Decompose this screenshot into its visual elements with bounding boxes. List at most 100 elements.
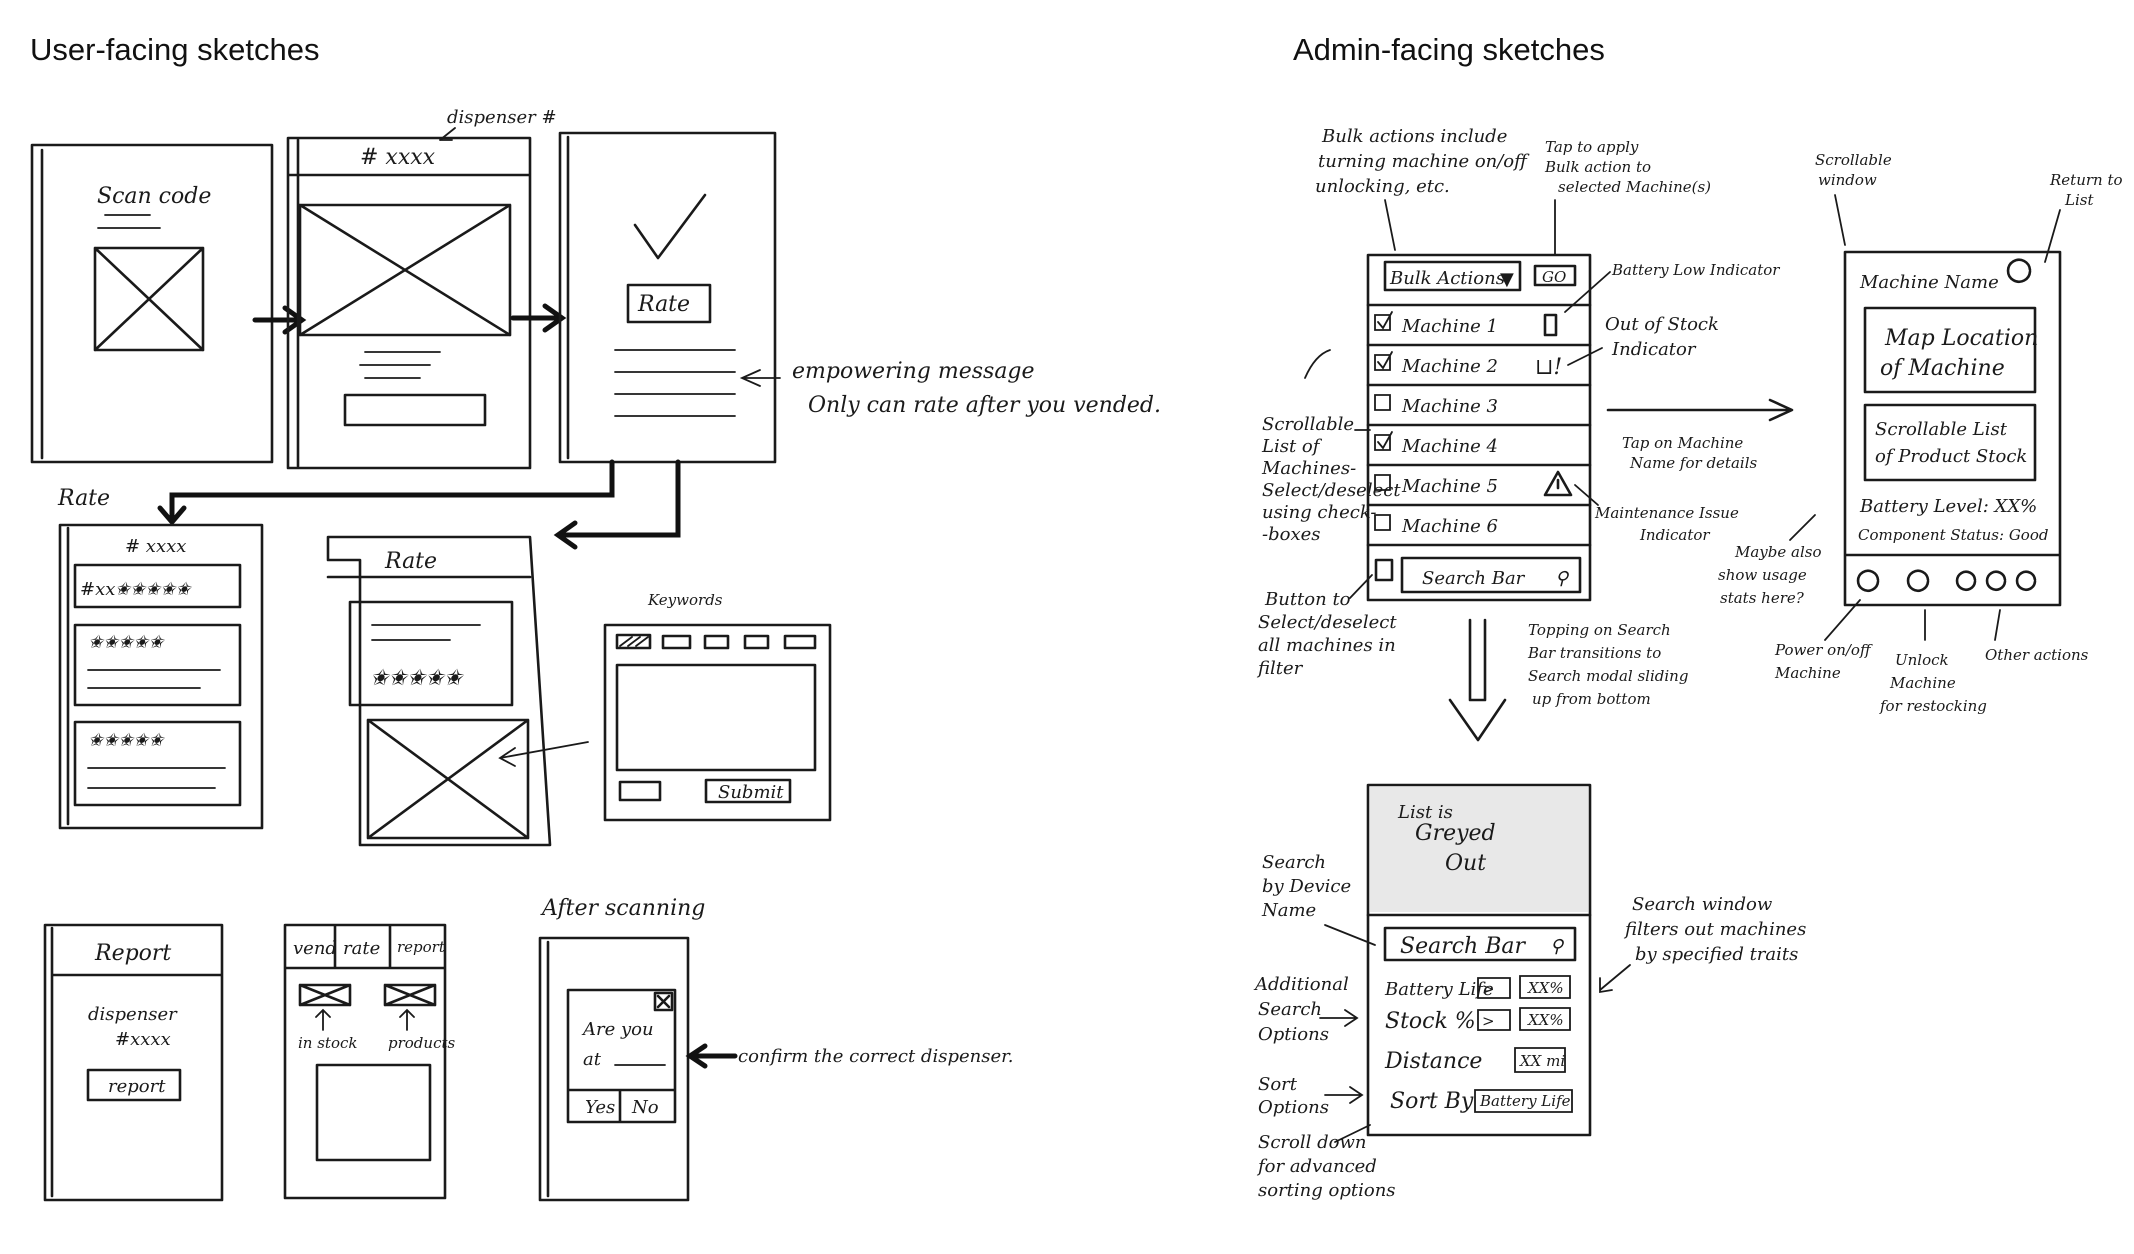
rate-list-screen: # xxxx #xx ✬✬✬✬✬ ✬✬✬✬✬ ✬✬✬✬✬ [58,523,264,830]
map-label-1: Map Location [1884,326,2038,351]
machine-list-screen: Bulk Actions ▼ GO Machine 1 Machine 2 ⊔!… [1366,253,1592,602]
svg-text:Unlock: Unlock [1895,651,1949,669]
yes-button[interactable]: Yes [585,1097,615,1118]
svg-text:Select/deselect: Select/deselect [1262,480,1401,501]
machine-name[interactable]: Machine 2 [1401,356,1498,377]
svg-text:filter: filter [1256,658,1304,679]
bulk-actions-dropdown[interactable] [1383,260,1522,292]
product-stock-list[interactable] [1863,403,2037,482]
usage-note: Maybe also show usage stats here? [1718,543,1822,607]
rate-card-row-label: #xx [80,579,115,600]
checkmark-icon [633,193,707,260]
search-modal-screen: List is Greyed Out Search Bar ⚲ Battery … [1366,783,1592,1137]
report-screen: Report dispenser #xxxx report [43,923,224,1202]
photo-placeholder [366,718,530,840]
svg-text:Search: Search [1262,852,1326,873]
machine-name[interactable]: Machine 3 [1401,396,1498,417]
machine-name[interactable]: Machine 6 [1401,516,1498,537]
machine-row-6[interactable]: Machine 6 [1374,514,1498,537]
in-stock-label: in stock [298,1034,357,1052]
svg-text:Button to: Button to [1264,589,1351,610]
svg-text:Maybe also: Maybe also [1734,543,1822,561]
return-icon[interactable] [2006,258,2032,284]
rate-title: Rate [384,549,437,574]
rate-button-label: Rate [637,292,690,317]
svg-text:Options: Options [1258,1024,1329,1045]
svg-text:for advanced: for advanced [1256,1156,1377,1177]
search-icon: ⚲ [1555,568,1570,589]
svg-text:all machines in: all machines in [1258,635,1396,656]
svg-text:Machines-: Machines- [1261,458,1356,479]
select-all-checkbox[interactable] [1374,558,1394,582]
power-note-2: Machine [1774,664,1841,682]
scroll-down-note: Scroll down for advanced sorting options [1256,1132,1396,1201]
search-bar[interactable] [1383,926,1577,962]
tab-report[interactable]: report [397,938,446,956]
bulk-note-2: turning machine on/off [1318,151,1530,172]
bulk-note-1: Bulk actions include [1321,126,1507,147]
battery-value-input[interactable] [1519,975,1571,999]
unlock-note: Unlock Machine for restocking [1879,651,1987,715]
oos-note-1: Out of Stock [1605,314,1719,335]
power-icon[interactable] [1856,569,1880,593]
star-rating-icon: ✬✬✬✬✬ [88,632,165,653]
battery-low-icon [1543,313,1558,337]
search-device-note: Search by Device Name [1261,852,1351,921]
lock-icon[interactable] [1906,569,1930,593]
machine-name[interactable]: Machine 1 [1401,316,1498,337]
machine-name[interactable]: Machine 5 [1401,476,1498,497]
sort-select[interactable] [1474,1089,1573,1113]
warning-icon [1543,470,1573,497]
svg-text:Scroll down: Scroll down [1258,1132,1366,1153]
dispenser-screen: dispenser # # xxxx [286,107,557,470]
stock-op-value: > [1482,1012,1495,1030]
machine-name[interactable]: Machine 4 [1401,436,1498,457]
distance-label: Distance [1384,1049,1482,1074]
no-button[interactable]: No [631,1097,659,1118]
maint-note-2: Indicator [1639,526,1710,544]
rate-section-heading: Rate [57,486,110,511]
machine-row-3[interactable]: Machine 3 [1374,394,1498,417]
battery-level: Battery Level: XX% [1859,496,2037,517]
tab-rate[interactable]: rate [343,938,380,959]
confirm-note: confirm the correct dispenser. [738,1046,1013,1067]
svg-text:-boxes: -boxes [1262,524,1320,545]
dispenser-action-button[interactable] [343,393,487,427]
search-bar[interactable] [1400,556,1582,594]
stock-pct-label: Stock % [1385,1009,1476,1034]
scan-code-title: Scan code [97,184,211,209]
bulk-note-3: unlocking, etc. [1315,176,1450,197]
report-button[interactable] [86,1068,182,1102]
maint-note-1: Maintenance Issue [1594,504,1739,522]
machine-row-2[interactable]: Machine 2 ⊔! [1374,351,1562,380]
greyed-label-3: Out [1445,851,1486,876]
svg-text:Search: Search [1258,999,1322,1020]
close-icon[interactable] [653,991,674,1012]
tap-note-2: Bulk action to [1544,158,1651,176]
machine-row-4[interactable]: Machine 4 [1374,431,1498,457]
stock-value: XX% [1527,1011,1564,1029]
stock-op-select[interactable] [1477,1009,1511,1031]
other-actions-icons[interactable] [1955,570,2037,591]
return-note-1: Return to [2049,171,2123,189]
dispenser-note: dispenser # [447,107,557,128]
battery-value: XX% [1527,979,1564,997]
review-textarea[interactable] [615,663,817,772]
tab-vend[interactable]: vend [293,938,337,959]
stock-value-input[interactable] [1519,1007,1571,1031]
svg-text:Bar transitions to: Bar transitions to [1527,644,1661,662]
machine-row-5[interactable]: Machine 5 [1374,470,1573,497]
rate-card-id: # xxxx [125,536,186,557]
distance-input[interactable] [1514,1047,1566,1073]
empowering-note-1: empowering message [792,359,1035,384]
machine-row-1[interactable]: Machine 1 [1374,311,1558,337]
distance-value: XX mi [1519,1052,1565,1070]
go-button[interactable] [1533,264,1577,287]
star-rating-icon: ✬✬✬✬✬ [115,579,192,600]
dispenser-image-placeholder [298,203,512,337]
battery-op-select[interactable] [1477,977,1511,999]
report-dispenser: dispenser [88,1004,178,1025]
submit-button[interactable] [704,778,792,804]
svg-text:using check-: using check- [1262,502,1377,523]
rate-button[interactable] [626,283,712,324]
